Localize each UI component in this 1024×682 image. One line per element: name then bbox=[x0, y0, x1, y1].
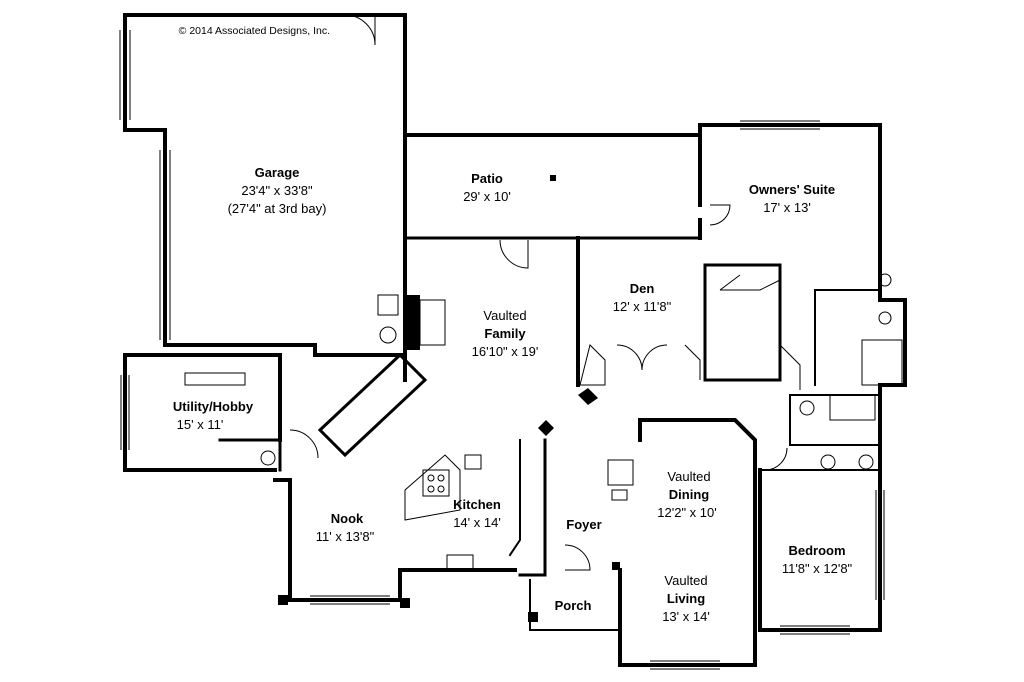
room-dimensions: 11' x 13'8" bbox=[316, 529, 375, 544]
room-name: Nook bbox=[331, 511, 364, 526]
room-nook: Nook 11' x 13'8" bbox=[316, 511, 375, 544]
room-kitchen: Kitchen 14' x 14' bbox=[453, 497, 501, 530]
room-name: Garage bbox=[255, 165, 300, 180]
room-prefix: Vaulted bbox=[483, 308, 526, 323]
room-family: Vaulted Family 16'10" x 19' bbox=[472, 308, 539, 359]
room-garage: Garage 23'4" x 33'8" (27'4" at 3rd bay) bbox=[228, 165, 327, 216]
room-dimensions: 16'10" x 19' bbox=[472, 344, 539, 359]
fixtures bbox=[184, 14, 903, 571]
room-den: Den 12' x 11'8" bbox=[613, 281, 672, 314]
room-name: Dining bbox=[669, 487, 709, 502]
copyright-text: © 2014 Associated Designs, Inc. bbox=[179, 25, 330, 37]
room-dimensions: 29' x 10' bbox=[463, 189, 511, 204]
room-dining: Vaulted Dining 12'2" x 10' bbox=[657, 469, 716, 520]
room-name: Living bbox=[667, 591, 705, 606]
room-dimensions: 14' x 14' bbox=[453, 515, 501, 530]
room-dimensions: 15' x 11' bbox=[177, 417, 224, 432]
wall-markers bbox=[278, 175, 620, 622]
room-name: Owners' Suite bbox=[749, 182, 835, 197]
windows bbox=[119, 30, 885, 670]
room-name: Foyer bbox=[566, 517, 601, 532]
room-living: Vaulted Living 13' x 14' bbox=[662, 573, 710, 624]
room-note: (27'4" at 3rd bay) bbox=[228, 201, 327, 216]
room-dimensions: 12'2" x 10' bbox=[657, 505, 716, 520]
room-name: Porch bbox=[555, 598, 592, 613]
room-dimensions: 23'4" x 33'8" bbox=[241, 183, 313, 198]
copyright-badge-icon bbox=[334, 29, 338, 33]
room-dimensions: 13' x 14' bbox=[662, 609, 710, 624]
room-dimensions: 17' x 13' bbox=[763, 200, 811, 215]
room-name: Utility/Hobby bbox=[173, 399, 254, 414]
room-owners-suite: Owners' Suite 17' x 13' bbox=[749, 182, 835, 215]
room-prefix: Vaulted bbox=[664, 573, 707, 588]
room-name: Patio bbox=[471, 171, 503, 186]
room-name: Den bbox=[630, 281, 655, 296]
room-foyer: Foyer bbox=[566, 517, 601, 532]
floor-plan-walls bbox=[123, 13, 907, 667]
room-name: Bedroom bbox=[788, 543, 845, 558]
room-porch: Porch bbox=[555, 598, 592, 613]
room-name: Kitchen bbox=[453, 497, 501, 512]
room-prefix: Vaulted bbox=[667, 469, 710, 484]
room-name: Family bbox=[484, 326, 526, 341]
room-dimensions: 12' x 11'8" bbox=[613, 299, 672, 314]
room-bedroom: Bedroom 11'8" x 12'8" bbox=[782, 543, 853, 576]
room-utility: Utility/Hobby 15' x 11' bbox=[173, 399, 254, 432]
room-patio: Patio 29' x 10' bbox=[463, 171, 511, 204]
room-dimensions: 11'8" x 12'8" bbox=[782, 561, 853, 576]
